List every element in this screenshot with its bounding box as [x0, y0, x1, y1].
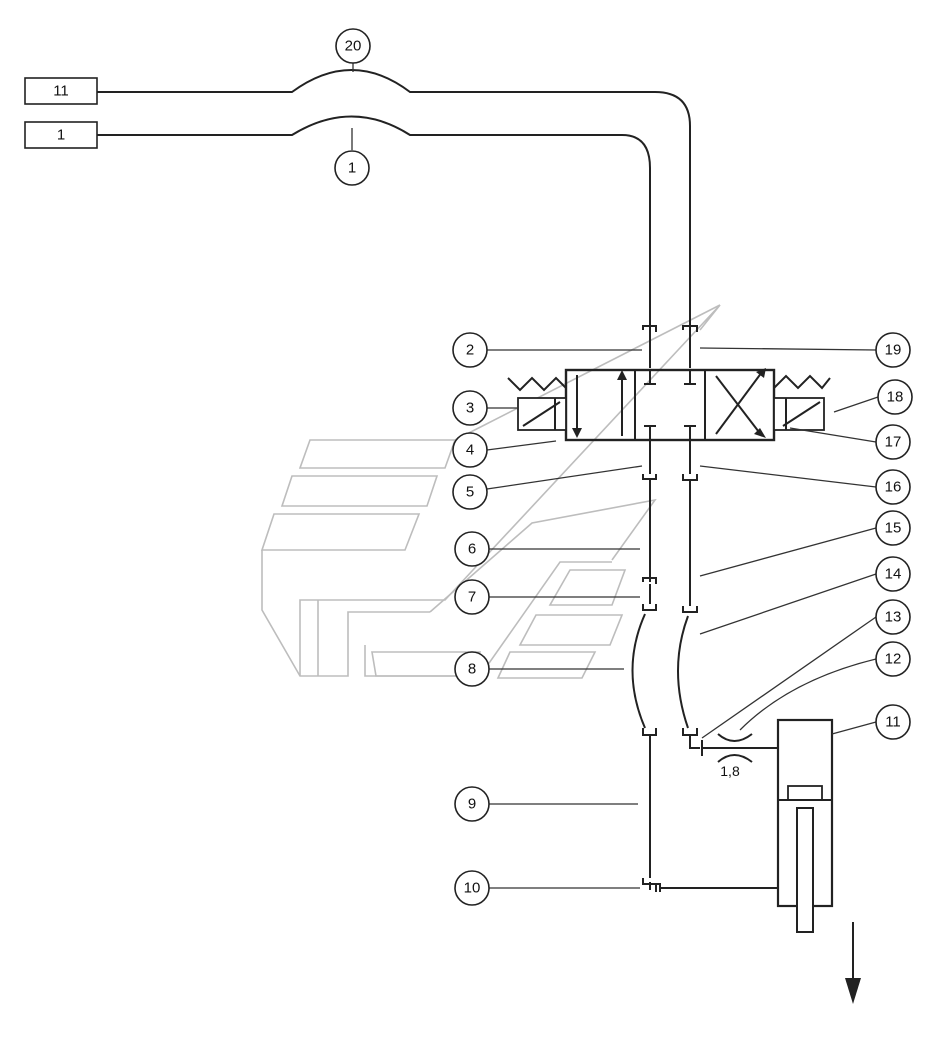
callout-15: 15	[875, 510, 911, 546]
lower-hydraulic-lines	[631, 440, 778, 892]
callout-3-label: 3	[466, 400, 474, 417]
callout-14-label: 14	[885, 566, 902, 583]
callout-3: 3	[452, 390, 488, 426]
callout-2-label: 2	[466, 342, 474, 359]
callout-leaders	[351, 63, 879, 889]
callout-8: 8	[454, 651, 490, 687]
source-box-11: 11	[24, 77, 98, 105]
right-solenoid	[773, 374, 831, 431]
callout-20-label: 20	[345, 38, 362, 55]
down-arrow-icon	[845, 922, 861, 1004]
callout-17: 17	[875, 424, 911, 460]
callout-20: 20	[335, 28, 371, 64]
source-box-1: 1	[24, 121, 98, 149]
source-box-11-label: 11	[53, 83, 69, 100]
callout-11-label: 11	[885, 714, 901, 731]
callout-18: 18	[877, 379, 913, 415]
callout-5-label: 5	[466, 484, 474, 501]
callout-16-label: 16	[885, 479, 902, 496]
callout-2: 2	[452, 332, 488, 368]
callout-7: 7	[454, 579, 490, 615]
callout-18-label: 18	[887, 389, 904, 406]
supply-line-lower	[97, 115, 651, 330]
callout-19-label: 19	[885, 342, 902, 359]
hydraulic-cylinder	[776, 718, 834, 933]
callout-5: 5	[452, 474, 488, 510]
callout-14: 14	[875, 556, 911, 592]
watermark-logo	[260, 304, 721, 679]
callout-6-label: 6	[468, 541, 476, 558]
right-spring-icon	[773, 374, 831, 390]
callout-16: 16	[875, 469, 911, 505]
left-solenoid	[507, 376, 567, 431]
callout-6: 6	[454, 531, 490, 567]
callout-12: 12	[875, 641, 911, 677]
orifice-label: 1,8	[720, 763, 740, 779]
callout-15-label: 15	[885, 520, 902, 537]
valve-upper-ports	[642, 325, 698, 368]
supply-line-upper	[97, 69, 691, 330]
directional-valve	[564, 368, 776, 442]
source-box-1-label: 1	[57, 127, 65, 144]
callout-9-label: 9	[468, 796, 476, 813]
callout-11: 11	[875, 704, 911, 740]
left-spring-icon	[507, 376, 567, 392]
callout-8-label: 8	[468, 661, 476, 678]
callout-12-label: 12	[885, 651, 902, 668]
callout-10: 10	[454, 870, 490, 906]
callout-9: 9	[454, 786, 490, 822]
callout-1-label: 1	[348, 160, 356, 177]
callout-19: 19	[875, 332, 911, 368]
callout-4: 4	[452, 432, 488, 468]
callout-17-label: 17	[885, 434, 902, 451]
callout-4-label: 4	[466, 442, 474, 459]
callout-13: 13	[875, 599, 911, 635]
callout-10-label: 10	[464, 880, 481, 897]
callout-13-label: 13	[885, 609, 902, 626]
callout-1: 1	[334, 150, 370, 186]
callout-7-label: 7	[468, 589, 476, 606]
orifice-restrictor: 1,8	[717, 733, 753, 779]
